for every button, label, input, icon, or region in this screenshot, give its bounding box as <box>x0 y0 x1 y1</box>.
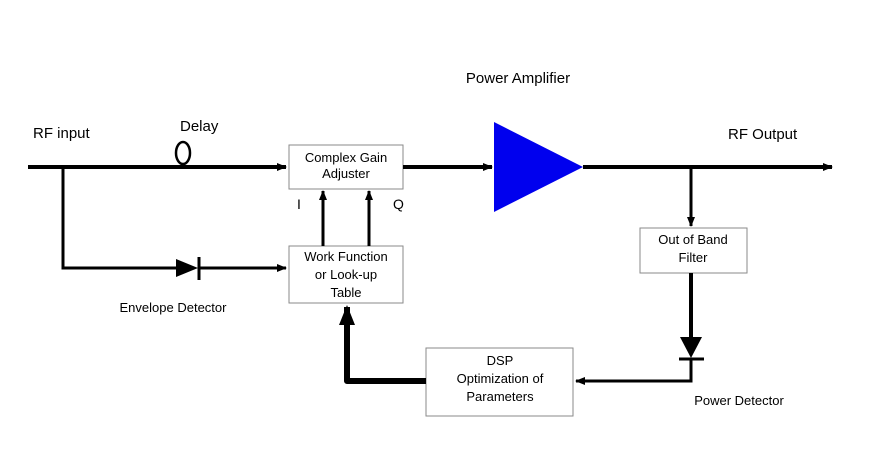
amplifier-triangle-icon <box>494 122 583 212</box>
rf-output-label: RF Output <box>728 126 798 143</box>
power-amplifier-title: Power Amplifier <box>466 70 570 87</box>
envelope-branch-line <box>61 167 176 270</box>
dsp-feedback-line <box>344 307 426 384</box>
oobf-line-1: Out of Band <box>658 232 727 247</box>
power-detector-diode-icon <box>679 337 704 361</box>
rf-input-label: RF input <box>33 125 91 142</box>
dsp-line-1: DSP <box>487 353 514 368</box>
wf-line-1: Work Function <box>304 249 388 264</box>
work-function-block: Work Function or Look-up Table <box>288 245 404 304</box>
envelope-detector-label: Envelope Detector <box>120 300 228 315</box>
dsp-line-2: Optimization of <box>457 371 544 386</box>
q-label: Q <box>393 196 404 212</box>
oobf-line-2: Filter <box>679 250 709 265</box>
out-of-band-filter-block: Out of Band Filter <box>639 227 748 274</box>
wf-line-3: Table <box>330 285 361 300</box>
delay-loop-icon <box>174 140 192 166</box>
dsp-optimization-block: DSP Optimization of Parameters <box>425 347 574 417</box>
delay-label: Delay <box>180 118 219 135</box>
detector-to-dsp-line <box>575 359 693 385</box>
cga-line-2: Adjuster <box>322 166 370 181</box>
dsp-feedback-arrowhead-icon <box>339 305 355 325</box>
envelope-diode-icon <box>176 257 201 280</box>
wf-line-2: or Look-up <box>315 267 377 282</box>
power-detector-label: Power Detector <box>694 393 784 408</box>
complex-gain-adjuster-block: Complex Gain Adjuster <box>288 144 404 190</box>
i-label: I <box>297 196 301 212</box>
cga-line-1: Complex Gain <box>305 150 387 165</box>
dsp-line-3: Parameters <box>466 389 534 404</box>
